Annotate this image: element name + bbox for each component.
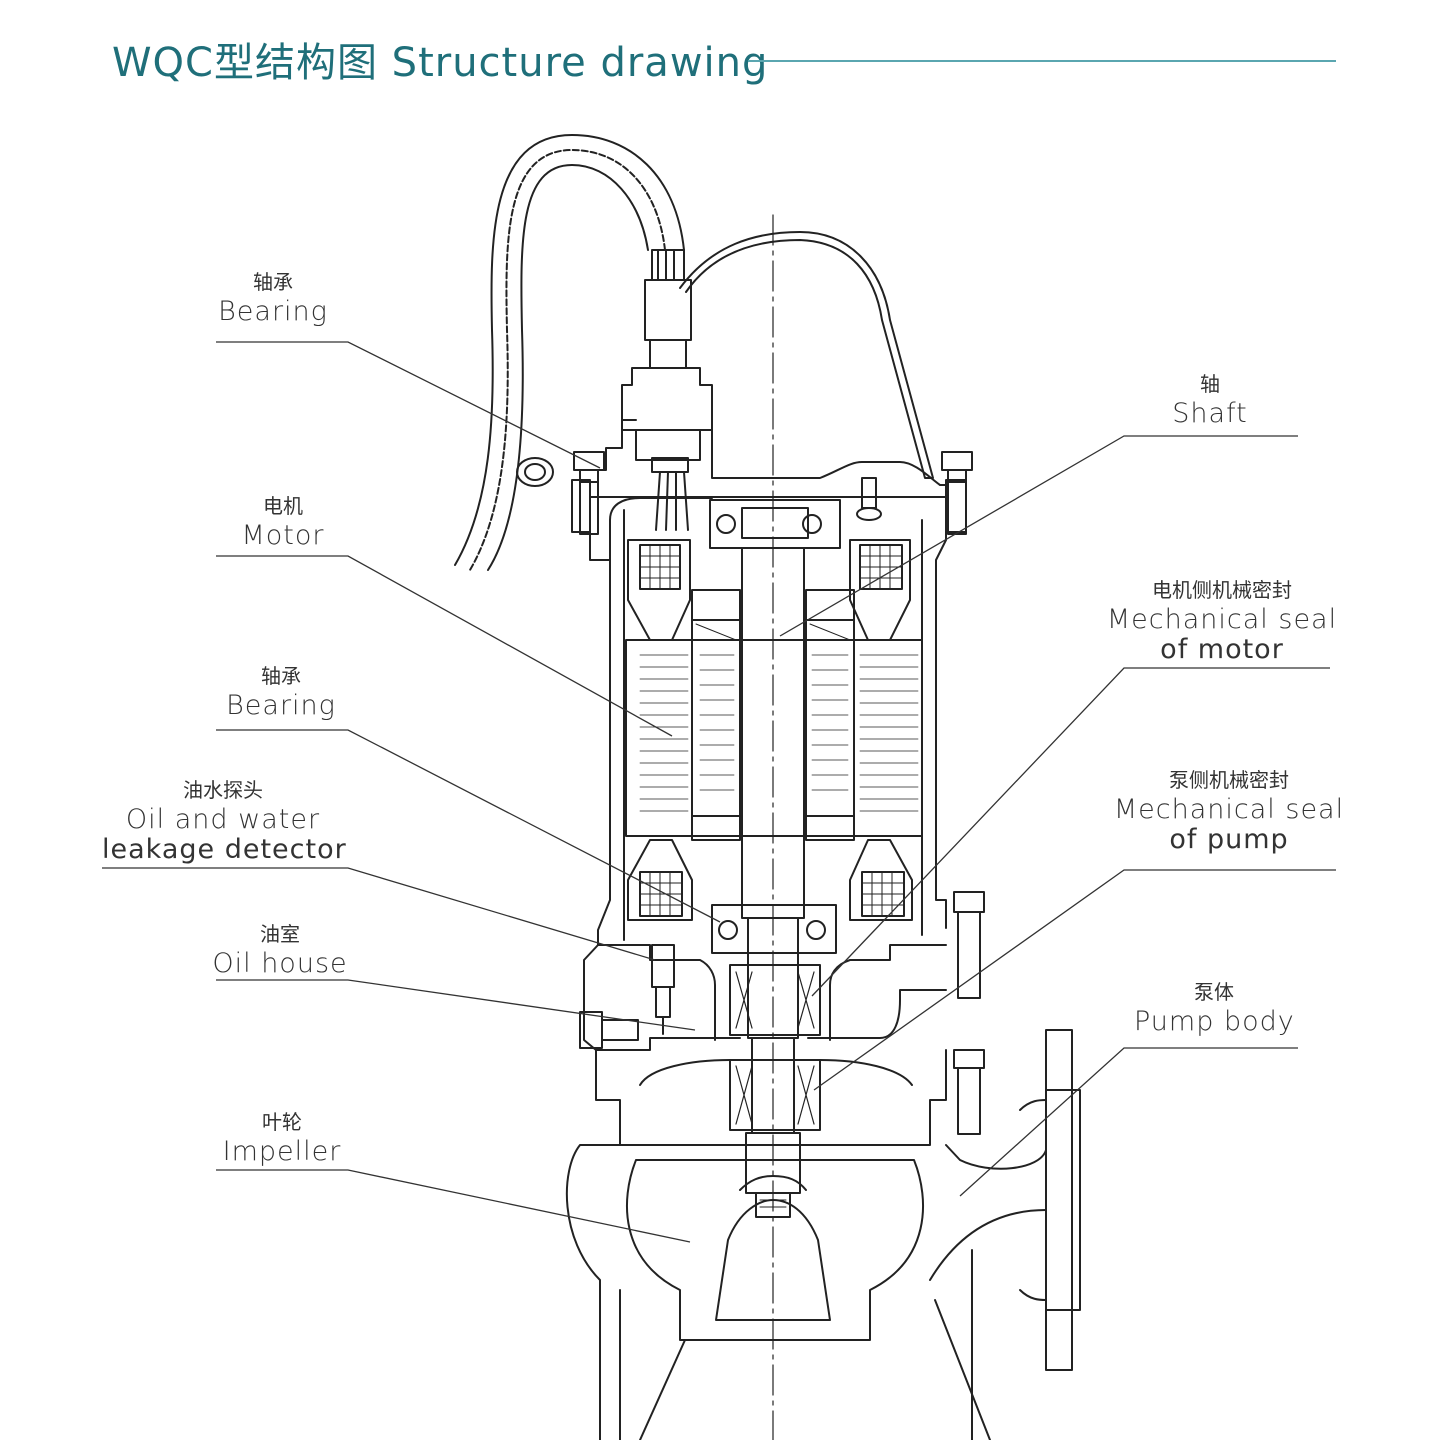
label-motor-cn: 电机 — [263, 494, 303, 518]
label-oil-house: 油室 Oil house — [212, 924, 348, 977]
impeller-hub — [745, 1132, 801, 1218]
label-seal-motor-en2: of motor — [1160, 634, 1284, 665]
label-detector: 油水探头 Oil and water leakage detector — [102, 778, 347, 865]
label-seal-pump-en1: Mechanical seal — [1113, 794, 1345, 825]
label-bearing-bottom-cn: 轴承 — [261, 664, 301, 688]
label-bearing-bottom-en: Bearing — [226, 690, 336, 721]
top-bolt-right — [941, 451, 973, 535]
leader-shaft — [779, 435, 1298, 637]
leader-bearing-top — [216, 341, 601, 469]
leader-seal-pump — [813, 869, 1336, 1091]
label-seal-pump: 泵侧机械密封 Mechanical seal of pump — [1112, 770, 1346, 853]
header: WQC型结构图 Structure drawing — [0, 0, 1440, 110]
leader-seal-motor — [811, 667, 1330, 997]
label-seal-pump-en2: of pump — [1169, 824, 1289, 855]
label-pump-body-en: Pump body — [1134, 1006, 1295, 1037]
label-oil-house-cn: 油室 — [260, 922, 300, 946]
label-motor-en: Motor — [241, 520, 325, 551]
side-bolt-upper — [953, 891, 985, 999]
lower-bearing — [711, 904, 837, 954]
discharge-flange — [1019, 1029, 1081, 1371]
label-impeller-cn: 叶轮 — [262, 1110, 302, 1134]
leakage-detector — [651, 944, 675, 1035]
pump-seal — [729, 1059, 821, 1131]
motor-housing — [571, 419, 967, 946]
lifting-handle — [679, 231, 934, 479]
label-seal-motor-cn: 电机侧机械密封 — [1152, 578, 1292, 602]
label-shaft-en: Shaft — [1172, 398, 1248, 429]
oil-plug-bolt — [579, 1011, 639, 1049]
vent-plug — [856, 477, 882, 521]
label-detector-en1: Oil and water — [125, 804, 321, 835]
label-detector-cn: 油水探头 — [183, 778, 263, 802]
label-bearing-top-en: Bearing — [218, 296, 328, 327]
leader-detector — [102, 867, 656, 961]
label-detector-en2: leakage detector — [102, 834, 347, 865]
label-seal-motor: 电机侧机械密封 Mechanical seal of motor — [1104, 580, 1340, 663]
pump-body — [565, 1049, 1047, 1440]
label-bearing-bottom: 轴承 Bearing — [226, 666, 336, 719]
side-bolt-lower — [953, 1049, 985, 1135]
label-motor: 电机 Motor — [228, 496, 338, 549]
leader-bearing-bottom — [216, 729, 721, 923]
label-seal-pump-cn: 泵侧机械密封 — [1169, 768, 1289, 792]
stator-winding-top-left — [627, 539, 691, 641]
cable-gland — [621, 249, 713, 531]
label-bearing-top: 轴承 Bearing — [218, 272, 328, 325]
leader-oil-house — [216, 979, 696, 1031]
label-pump-body-cn: 泵体 — [1194, 980, 1234, 1004]
leader-motor — [216, 555, 673, 737]
oil-house — [583, 944, 947, 1051]
label-bearing-top-cn: 轴承 — [253, 270, 293, 294]
label-shaft-cn: 轴 — [1200, 372, 1220, 396]
leader-pump-body — [959, 1047, 1298, 1197]
top-bolt-left — [573, 451, 605, 535]
upper-bearing — [709, 499, 841, 549]
page-title: WQC型结构图 Structure drawing — [112, 40, 769, 86]
stator-winding-bottom-right — [849, 839, 913, 921]
label-impeller: 叶轮 Impeller — [222, 1112, 342, 1165]
label-shaft: 轴 Shaft — [1160, 374, 1260, 427]
title-rule — [748, 60, 1336, 62]
stator-winding-bottom-left — [627, 839, 693, 921]
motor-core — [625, 589, 923, 841]
label-pump-body: 泵体 Pump body — [1134, 982, 1294, 1035]
label-seal-motor-en1: Mechanical seal — [1106, 604, 1338, 635]
label-impeller-en: Impeller — [222, 1136, 342, 1167]
power-cable — [454, 134, 685, 571]
leader-impeller — [216, 1169, 691, 1243]
leader-lines — [102, 341, 1336, 1243]
label-oil-house-en: Oil house — [212, 948, 348, 979]
